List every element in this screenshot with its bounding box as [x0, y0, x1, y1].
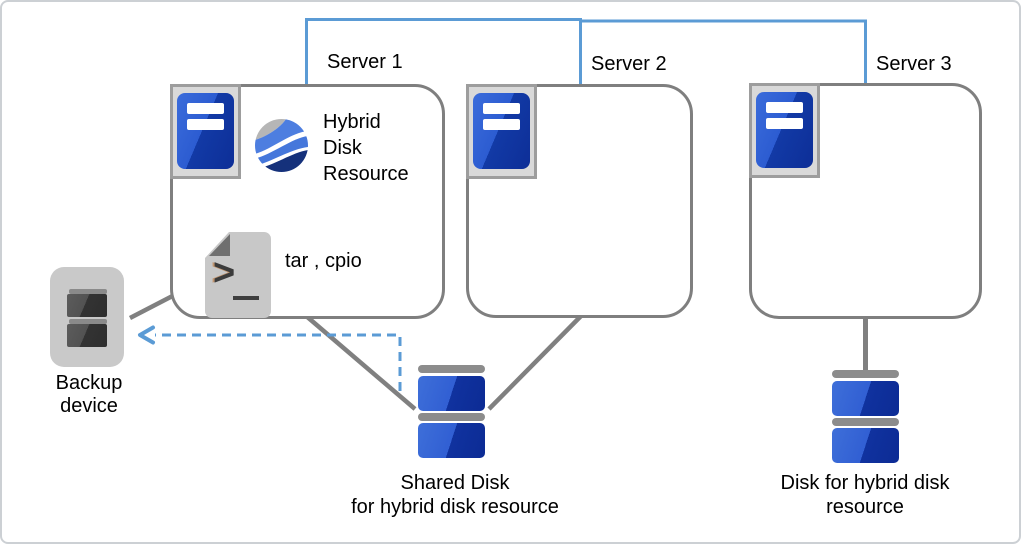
server-drive-bay [766, 102, 803, 113]
backup-drive-unit [67, 294, 107, 317]
hybrid-disk-stack-icon [832, 370, 899, 463]
shared-disk-label-line: for hybrid disk resource [351, 496, 559, 518]
server1-title: Server 1 [327, 51, 403, 73]
resource-label-line: Resource [323, 163, 409, 185]
terminal-script-file-icon: > [205, 232, 271, 318]
server-drive-bay [766, 118, 803, 129]
server-tower-icon [466, 84, 537, 179]
server-drive-bay [187, 103, 224, 114]
disk-cap [418, 365, 485, 373]
server-tower-icon [170, 84, 241, 179]
tape-backup-device-icon [50, 267, 124, 367]
hybrid-disk-label: Disk for hybrid disk resource [745, 471, 985, 519]
sphere-waves-icon [255, 119, 308, 172]
server-tower-icon [749, 83, 820, 178]
backup-slot [69, 319, 107, 324]
disk-platter [832, 381, 899, 416]
backup-tools-label: tar , cpio [285, 250, 362, 272]
server2-box [466, 84, 693, 318]
server2-title: Server 2 [591, 53, 667, 75]
disk-cap [832, 370, 899, 378]
server1-box: Hybrid Disk Resource > tar , cpio [170, 84, 445, 319]
server-drive-bay [187, 119, 224, 130]
server-drive-bay [483, 119, 520, 130]
shared-disk-label-line: Shared Disk [400, 472, 510, 494]
terminal-cursor-glyph [233, 296, 259, 300]
script-file-page [205, 232, 271, 318]
backup-label-line: Backup [55, 372, 123, 394]
interconnect-lines [305, 18, 867, 88]
backup-slot [69, 289, 107, 294]
disk-platter [418, 423, 485, 458]
dashed-arrow-left-icon [138, 325, 402, 391]
backup-drive-unit [67, 324, 107, 347]
terminal-prompt-glyph: > [213, 252, 236, 294]
server-tower-body [177, 93, 234, 169]
disk-platter [832, 428, 899, 463]
disk-platter [418, 376, 485, 411]
server-tower-body [473, 93, 530, 169]
server3-box [749, 83, 982, 319]
server-tower-body [756, 92, 813, 168]
hybrid-disk-label-line: Disk for hybrid disk [780, 472, 950, 494]
disk-cap [418, 413, 485, 421]
hybrid-disk-label-line: resource [826, 496, 904, 518]
server-drive-bay [483, 103, 520, 114]
server3-title: Server 3 [876, 53, 952, 75]
resource-label-line: Disk [323, 137, 362, 159]
hybrid-disk-resource-label: Hybrid Disk Resource [323, 109, 409, 187]
resource-label-line: Hybrid [323, 111, 381, 133]
backup-device-label: Backup device [29, 372, 149, 418]
shared-disk-stack-icon [418, 365, 485, 458]
disk-cap [832, 418, 899, 426]
shared-disk-label: Shared Disk for hybrid disk resource [335, 471, 575, 519]
backup-label-line: device [60, 395, 118, 417]
